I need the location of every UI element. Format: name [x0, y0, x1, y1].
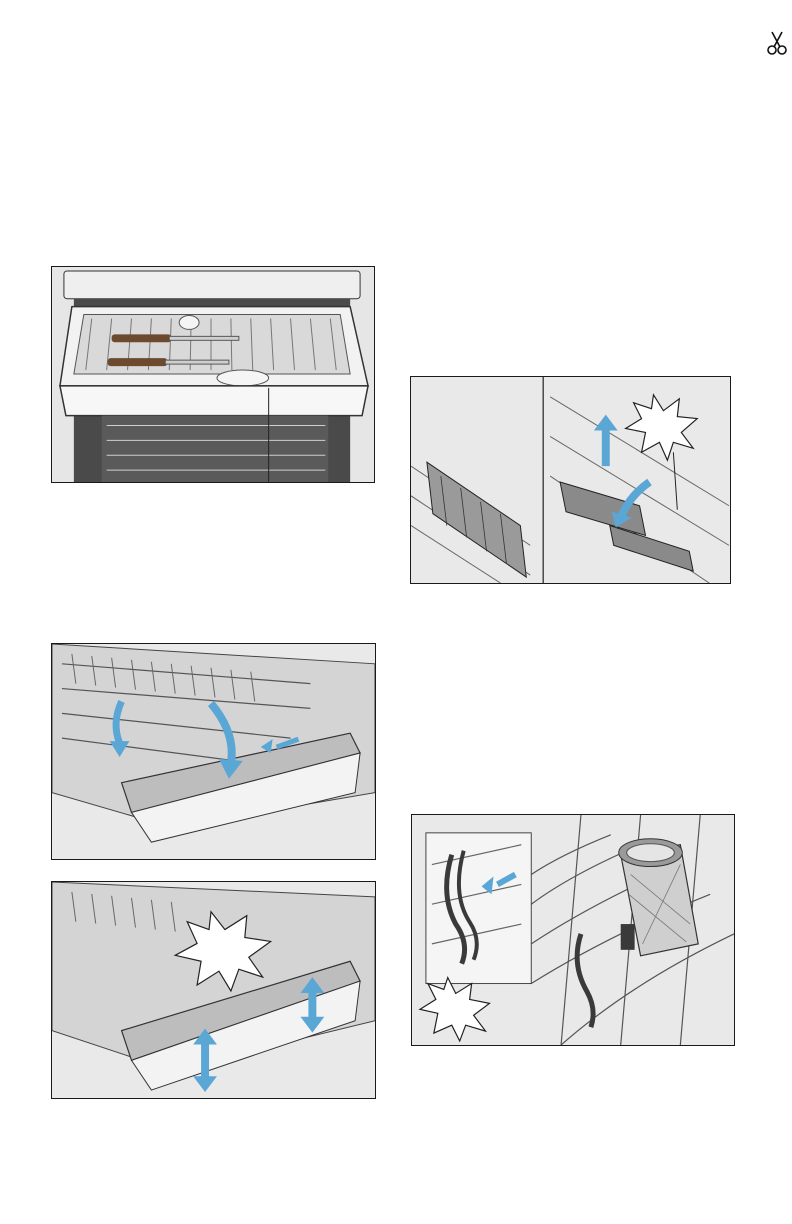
small-items-holder-illustration	[411, 814, 735, 1046]
scissors-icon	[766, 30, 788, 56]
spike-rows-fold-illustration	[51, 643, 376, 860]
cutlery-drawer-illustration	[51, 266, 375, 483]
folding-spikes-illustration	[410, 376, 731, 584]
drawer-height-adjust-illustration	[51, 881, 376, 1099]
